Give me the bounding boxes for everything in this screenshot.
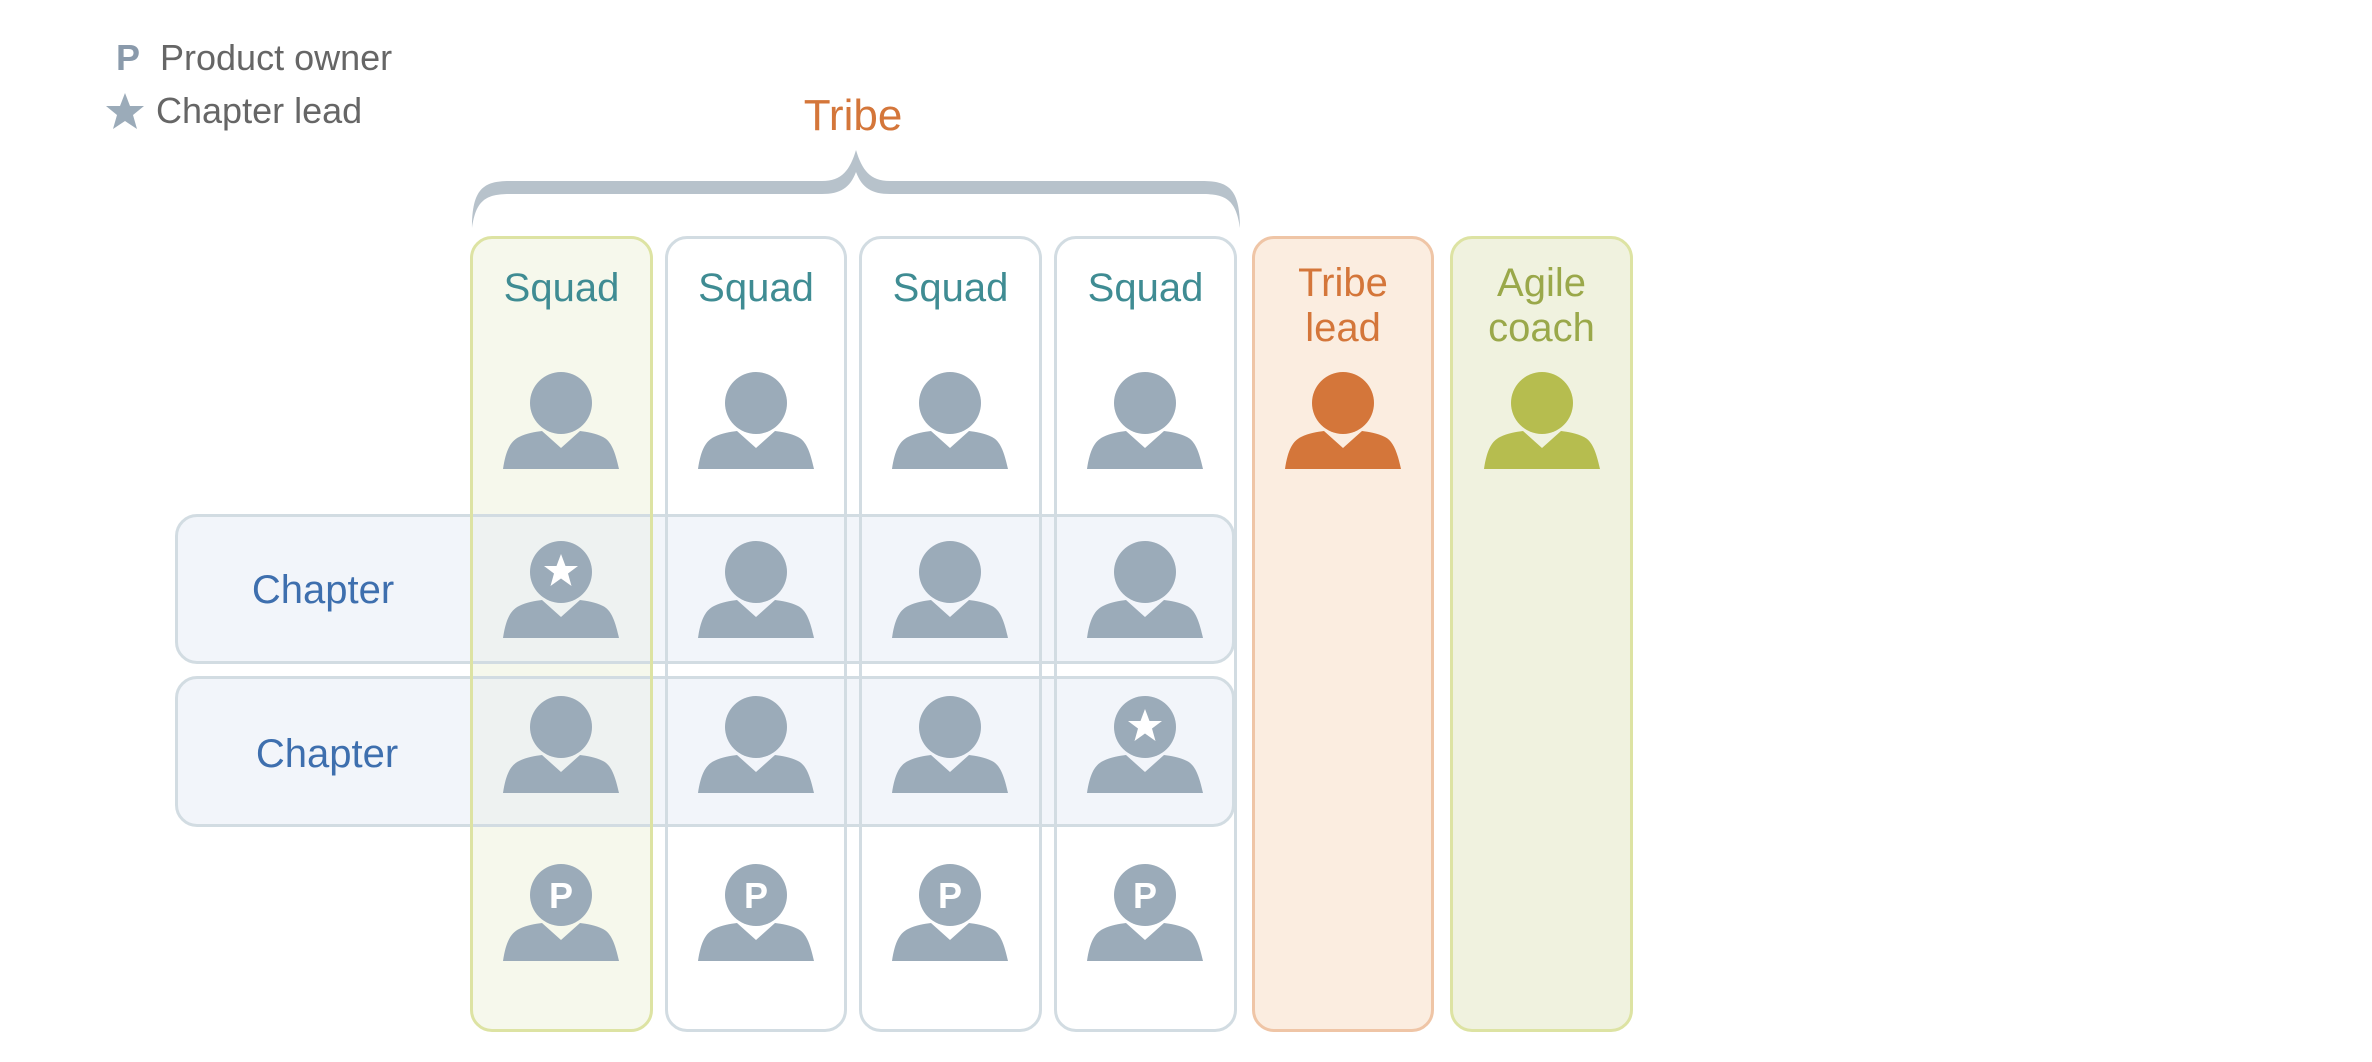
svg-text:P: P: [938, 875, 962, 916]
chapter-member-icon: [892, 695, 1008, 793]
agile-coach-title: Agile coach: [1488, 261, 1595, 350]
squad-4-left-border: [1054, 514, 1057, 827]
chapter-member-icon: [698, 540, 814, 638]
chapter-row-1: Chapter: [175, 514, 1235, 664]
chapter-label: Chapter: [251, 568, 395, 612]
product-owner-person-icon: P: [503, 863, 619, 961]
squad-2-left-border: [665, 514, 668, 827]
svg-text:P: P: [744, 875, 768, 916]
squad-title: Squad: [892, 266, 1009, 310]
squad-4-right-border: [1234, 514, 1237, 827]
squad-title: Squad: [503, 266, 620, 310]
squad-2-member-icon: [698, 371, 814, 469]
chapter-member-icon: [892, 540, 1008, 638]
chapter-lead-person-icon: [503, 540, 619, 638]
chapter-label: Chapter: [255, 732, 399, 776]
squad-3-right-border: [1039, 514, 1042, 827]
chapter-member-icon: [698, 695, 814, 793]
svg-text:P: P: [549, 875, 573, 916]
tribe-label: Tribe: [803, 91, 903, 140]
tribe-lead-column: Tribe lead: [1252, 236, 1434, 1032]
chapter-lead-person-icon: [1087, 695, 1203, 793]
tribe-lead-person-icon: [1285, 371, 1401, 469]
tribe-lead-title: Tribe lead: [1298, 261, 1388, 350]
legend-product-owner: P Product owner: [110, 40, 392, 76]
legend-label: Chapter lead: [156, 90, 363, 131]
product-owner-icon: P: [115, 37, 140, 78]
squad-3-left-border: [859, 514, 862, 827]
squad-3-member-icon: [892, 371, 1008, 469]
product-owner-person-icon: P: [892, 863, 1008, 961]
squad-2-right-border: [844, 514, 847, 827]
squad-title: Squad: [1087, 266, 1204, 310]
agile-coach-column: Agile coach: [1450, 236, 1633, 1032]
legend-label: Product owner: [160, 37, 393, 78]
product-owner-person-icon: P: [1087, 863, 1203, 961]
squad-1-right-border: [650, 514, 653, 827]
squad-4-member-icon: [1087, 371, 1203, 469]
product-owner-person-icon: P: [698, 863, 814, 961]
legend-chapter-lead: Chapter lead: [104, 92, 362, 130]
chapter-row-2: Chapter: [175, 676, 1235, 827]
squad-title: Squad: [698, 266, 814, 310]
squad-1-left-border: [470, 514, 473, 827]
agile-coach-person-icon: [1484, 371, 1600, 469]
svg-text:P: P: [1133, 875, 1157, 916]
squad-1-member-icon: [503, 371, 619, 469]
chapter-member-icon: [503, 695, 619, 793]
chapter-member-icon: [1087, 540, 1203, 638]
tribe-brace: [472, 150, 1240, 228]
chapter-lead-star-icon: [104, 92, 146, 130]
